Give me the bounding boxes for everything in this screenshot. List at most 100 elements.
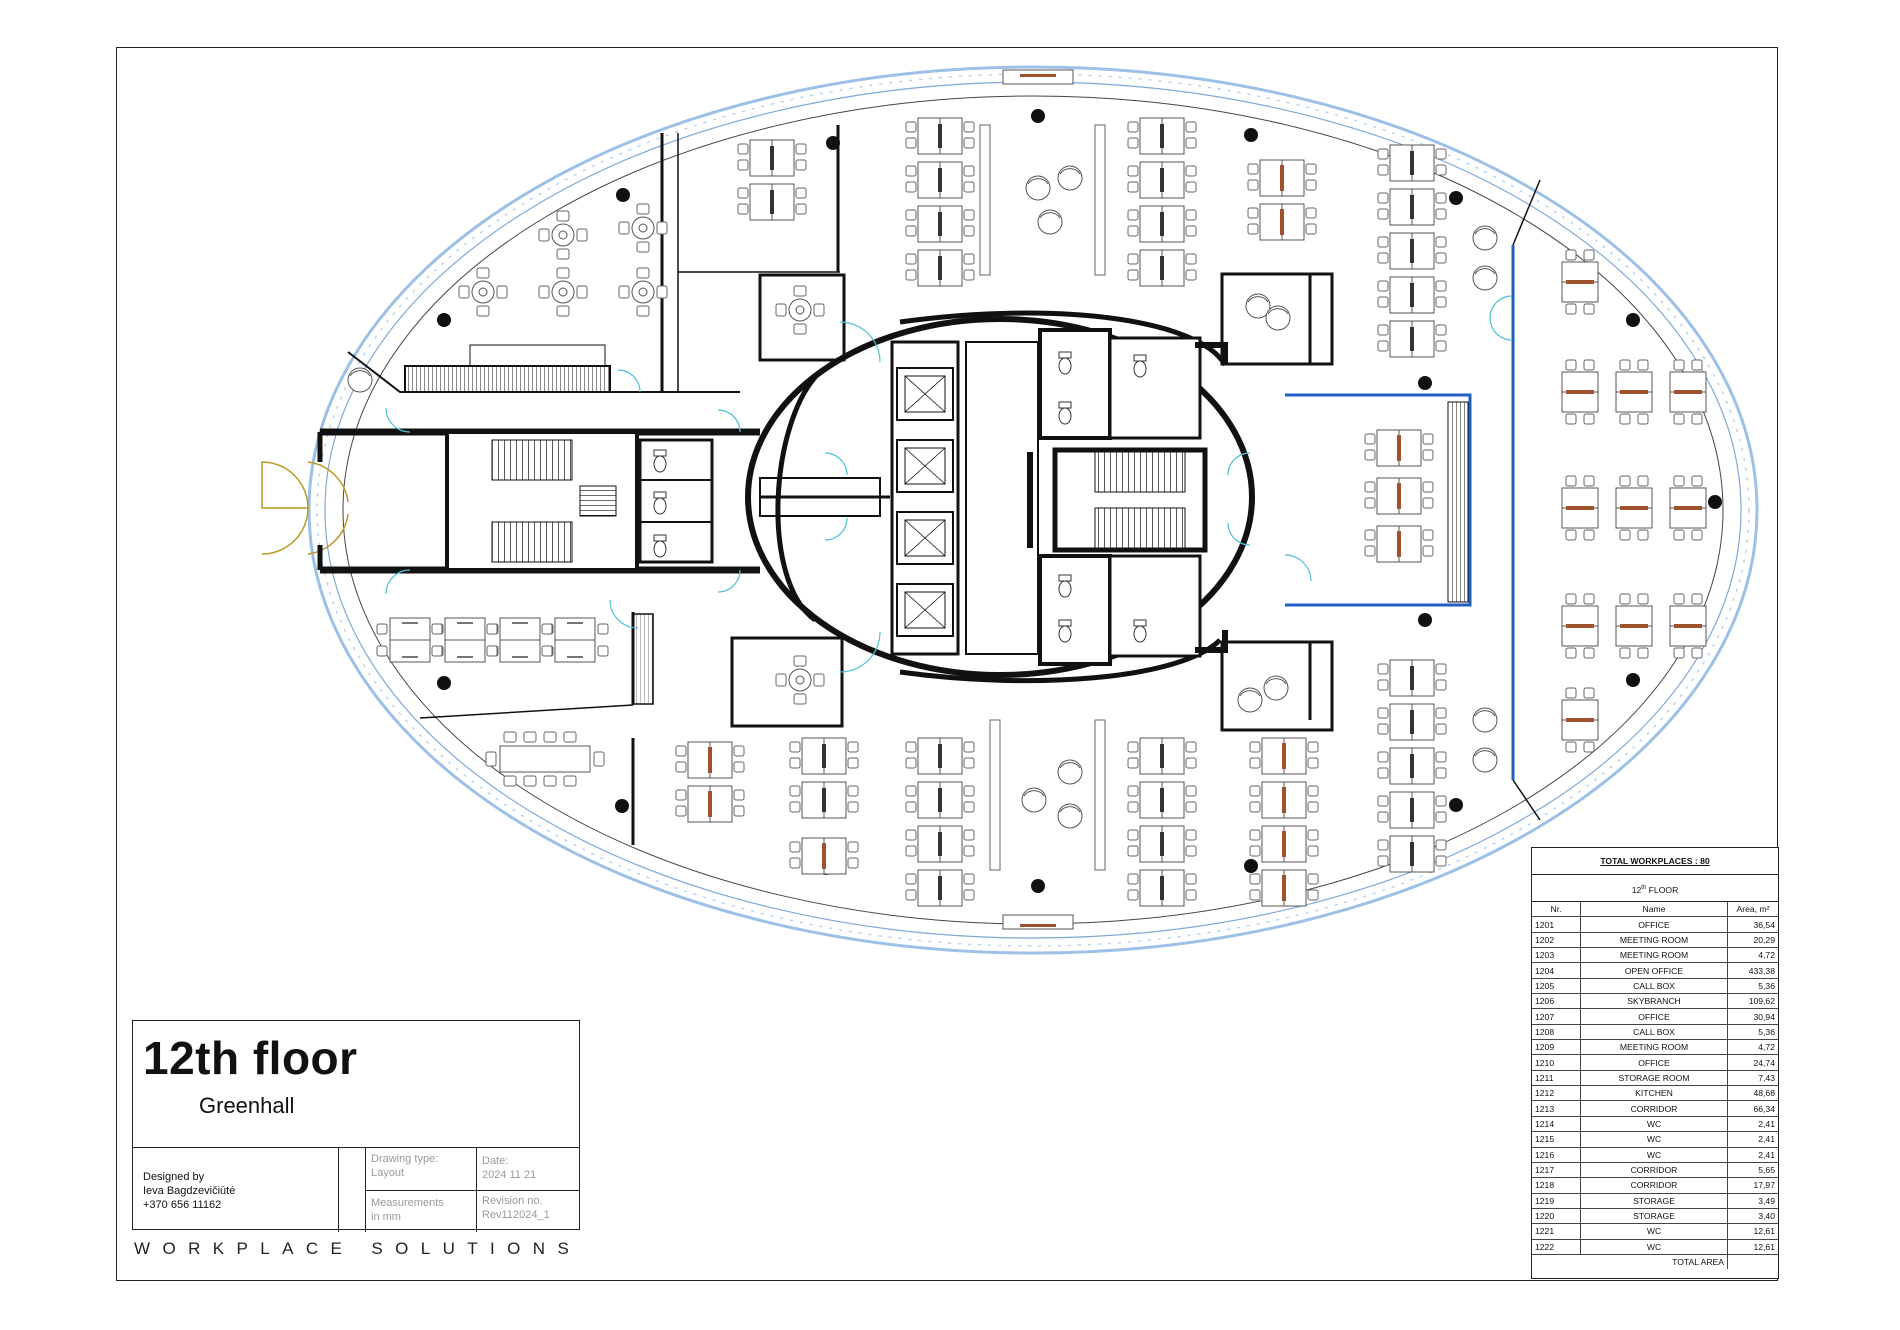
- room-name: CALL BOX: [1580, 1024, 1728, 1041]
- revision-label: Revision no.: [482, 1195, 543, 1207]
- designer-phone: +370 656 11162: [143, 1199, 222, 1211]
- room-name: WC: [1580, 1147, 1728, 1163]
- room-number: 1203: [1532, 947, 1581, 964]
- floor-word: FLOOR: [1646, 884, 1679, 895]
- room-area: 66,34: [1727, 1100, 1778, 1117]
- room-name: WC: [1580, 1239, 1728, 1255]
- room-area: 433,38: [1727, 962, 1778, 979]
- room-name: CORRIDOR: [1580, 1177, 1728, 1194]
- left-service-block: [261, 428, 760, 574]
- room-name: WC: [1580, 1116, 1728, 1133]
- room-area: 3,49: [1727, 1193, 1778, 1209]
- room-number: 1218: [1532, 1177, 1581, 1194]
- room-number: 1219: [1532, 1193, 1581, 1209]
- room-area: 17,97: [1727, 1177, 1778, 1194]
- room-name: CORRIDOR: [1580, 1162, 1728, 1179]
- room-number: 1214: [1532, 1116, 1581, 1133]
- door-swings: [385, 295, 1513, 673]
- col-name: Name: [1580, 902, 1728, 918]
- room-name: MEETING ROOM: [1580, 947, 1728, 964]
- total-spacer: [1532, 1254, 1581, 1269]
- drawing-type-label: Drawing type:: [371, 1153, 439, 1165]
- room-number: 1213: [1532, 1100, 1581, 1117]
- room-area: 7,43: [1727, 1070, 1778, 1087]
- room-name: MEETING ROOM: [1580, 1039, 1728, 1056]
- room-name: STORAGE: [1580, 1193, 1728, 1209]
- title-block-info: Designed by Ieva Bagdzevičiūtė +370 656 …: [133, 1147, 579, 1232]
- building-name: Greenhall: [199, 1093, 295, 1118]
- room-number: 1205: [1532, 978, 1581, 995]
- room-number: 1216: [1532, 1147, 1581, 1163]
- title-block: 12th floor Greenhall Designed by Ieva Ba…: [132, 1020, 580, 1232]
- total-workplaces: TOTAL WORKPLACES : 80: [1532, 848, 1778, 875]
- room-number: 1206: [1532, 993, 1581, 1010]
- room-name: STORAGE ROOM: [1580, 1070, 1728, 1087]
- room-area: 2,41: [1727, 1116, 1778, 1133]
- room-number: 1208: [1532, 1024, 1581, 1041]
- total-area-value: [1728, 1254, 1779, 1269]
- room-name: MEETING ROOM: [1580, 932, 1728, 949]
- room-area: 2,41: [1727, 1131, 1778, 1148]
- room-number: 1201: [1532, 916, 1581, 933]
- room-number: 1202: [1532, 932, 1581, 949]
- room-number: 1212: [1532, 1085, 1581, 1102]
- room-name: CALL BOX: [1580, 978, 1728, 995]
- room-number: 1204: [1532, 962, 1581, 979]
- measurements-label: Measurements: [371, 1197, 444, 1209]
- drawing-type-value: Layout: [371, 1167, 405, 1179]
- room-number: 1207: [1532, 1008, 1581, 1025]
- room-area: 2,41: [1727, 1147, 1778, 1163]
- room-name: OFFICE: [1580, 1054, 1728, 1071]
- room-area: 5,65: [1727, 1162, 1778, 1179]
- revision-value: Rev112024_1: [482, 1209, 550, 1221]
- room-number: 1210: [1532, 1054, 1581, 1071]
- floor-number: 12: [1631, 884, 1642, 895]
- entrance-benches: [1002, 69, 1074, 930]
- room-name: SKYBRANCH: [1580, 993, 1728, 1010]
- schedule-header-row: Nr. Name Area, m²: [1532, 902, 1778, 918]
- room-number: 1215: [1532, 1131, 1581, 1148]
- room-name: OFFICE: [1580, 916, 1728, 933]
- total-area-label: TOTAL AREA: [1580, 1254, 1728, 1270]
- room-area: 5,36: [1727, 1024, 1778, 1041]
- drawing-sheet: [116, 47, 1778, 1281]
- company-name: WORKPLACE SOLUTIONS: [134, 1239, 582, 1258]
- room-name: WC: [1580, 1223, 1728, 1240]
- room-area: 30,94: [1727, 1008, 1778, 1025]
- measurements-value: in mm: [371, 1211, 401, 1223]
- room-number: 1222: [1532, 1239, 1581, 1255]
- designed-by-label: Designed by: [143, 1171, 205, 1183]
- col-area: Area, m²: [1727, 902, 1778, 918]
- designer-name: Ieva Bagdzevičiūtė: [143, 1185, 236, 1197]
- room-name: OPEN OFFICE: [1580, 962, 1728, 979]
- room-number: 1221: [1532, 1223, 1581, 1240]
- workstations-left: [376, 617, 609, 663]
- room-area: 20,29: [1727, 932, 1778, 949]
- room-schedule: TOTAL WORKPLACES : 80 12th FLOOR Nr. Nam…: [1531, 847, 1779, 1279]
- schedule-total-row: TOTAL AREA: [1532, 1254, 1779, 1270]
- room-area: 4,72: [1727, 1039, 1778, 1056]
- room-area: 109,62: [1727, 993, 1778, 1010]
- building-core: [745, 310, 1255, 684]
- room-name: KITCHEN: [1580, 1085, 1728, 1102]
- designer-info: Designed by Ieva Bagdzevičiūtė +370 656 …: [143, 1170, 235, 1212]
